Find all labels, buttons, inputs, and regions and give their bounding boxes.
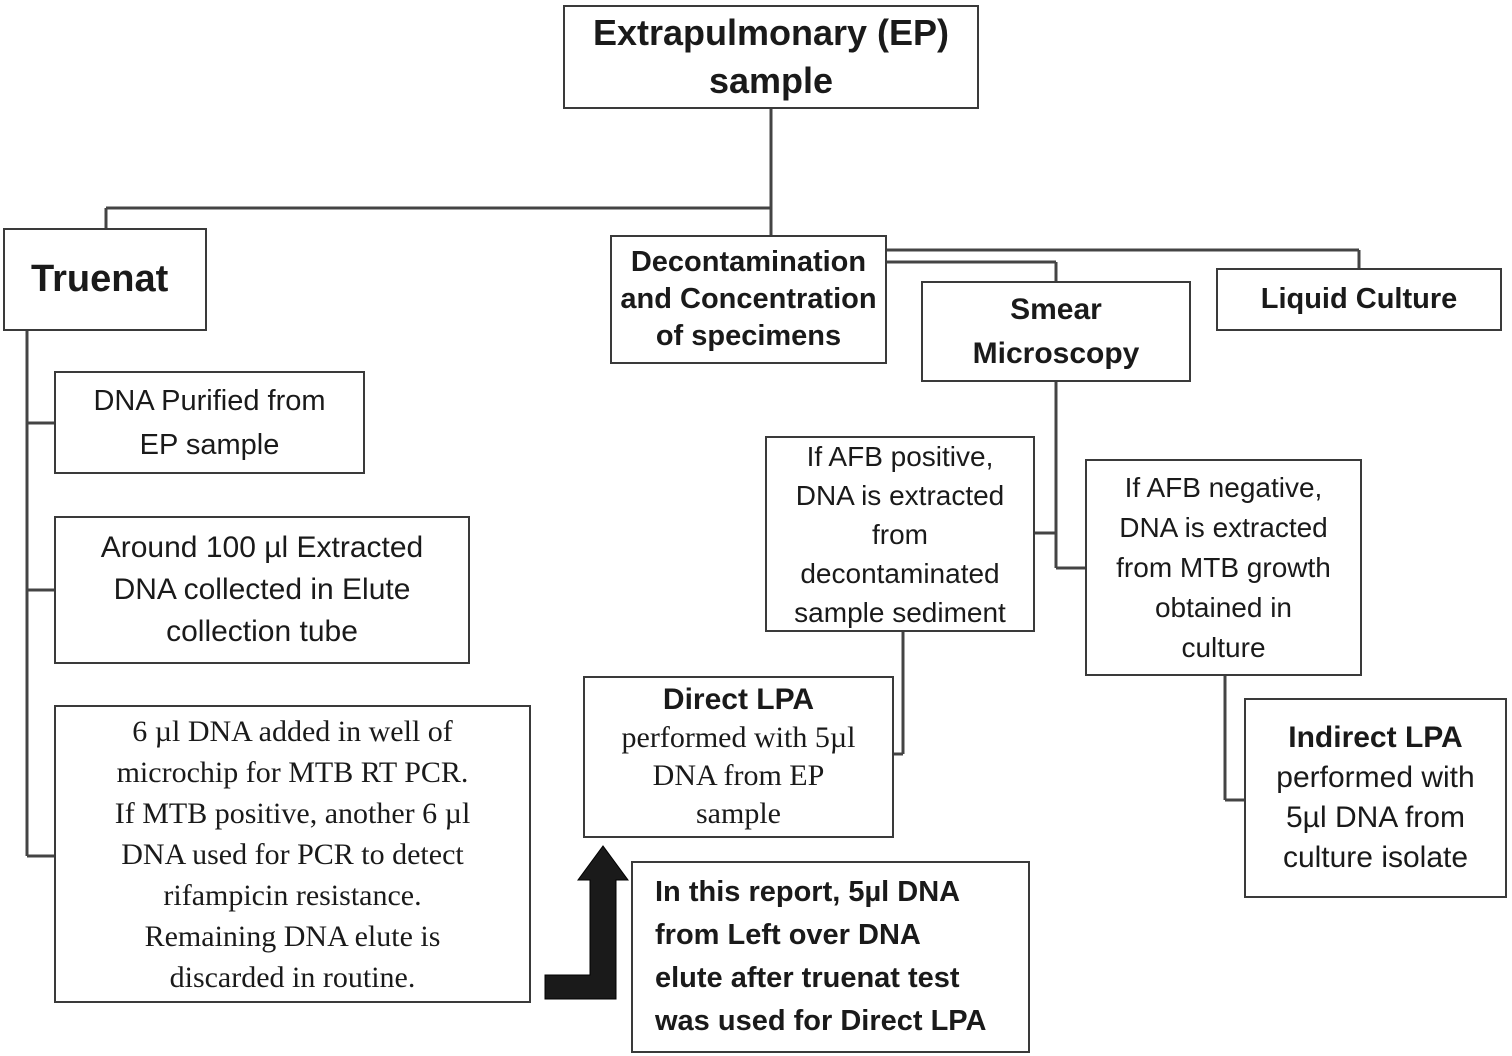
afb-positive-box: If AFB positive, DNA is extracted from d…: [765, 436, 1035, 632]
liquid-culture-box: Liquid Culture: [1216, 268, 1502, 331]
pcr-steps-label: 6 µl DNA added in well of microchip for …: [114, 714, 471, 994]
liquid-culture-label: Liquid Culture: [1260, 283, 1458, 315]
indirect-lpa-body: performed with 5µl DNA from culture isol…: [1276, 761, 1475, 874]
afb-negative-box: If AFB negative, DNA is extracted from M…: [1085, 459, 1362, 676]
extracted-dna-label: Around 100 µl Extracted DNA collected in…: [100, 531, 424, 648]
report-note-box: In this report, 5µl DNA from Left over D…: [631, 861, 1030, 1053]
direct-lpa-box: Direct LPA performed with 5µl DNA from E…: [583, 676, 894, 838]
decontamination-box: Decontamination and Concentration of spe…: [610, 235, 887, 364]
truenat-box: Truenat: [3, 228, 207, 331]
afb-negative-label: If AFB negative, DNA is extracted from M…: [1116, 471, 1331, 663]
dna-purified-label: DNA Purified from EP sample: [93, 384, 326, 461]
report-arrow-icon: [544, 845, 629, 1000]
ep-sample-label: Extrapulmonary (EP) sample: [592, 12, 950, 101]
smear-microscopy-label: Smear Microscopy: [972, 292, 1140, 370]
dna-purified-box: DNA Purified from EP sample: [54, 371, 365, 474]
ep-sample-box: Extrapulmonary (EP) sample: [563, 5, 979, 109]
indirect-lpa-box: Indirect LPA performed with 5µl DNA from…: [1244, 698, 1507, 898]
pcr-steps-box: 6 µl DNA added in well of microchip for …: [54, 705, 531, 1003]
direct-lpa-title: Direct LPA: [662, 683, 815, 716]
afb-positive-label: If AFB positive, DNA is extracted from d…: [794, 440, 1006, 628]
report-note-label: In this report, 5µl DNA from Left over D…: [655, 876, 987, 1037]
decontamination-label: Decontamination and Concentration of spe…: [620, 246, 877, 352]
direct-lpa-body: performed with 5µl DNA from EP sample: [621, 721, 856, 830]
extracted-dna-box: Around 100 µl Extracted DNA collected in…: [54, 516, 470, 664]
smear-microscopy-box: Smear Microscopy: [921, 281, 1191, 382]
indirect-lpa-title: Indirect LPA: [1288, 721, 1463, 754]
truenat-label: Truenat: [31, 258, 169, 300]
